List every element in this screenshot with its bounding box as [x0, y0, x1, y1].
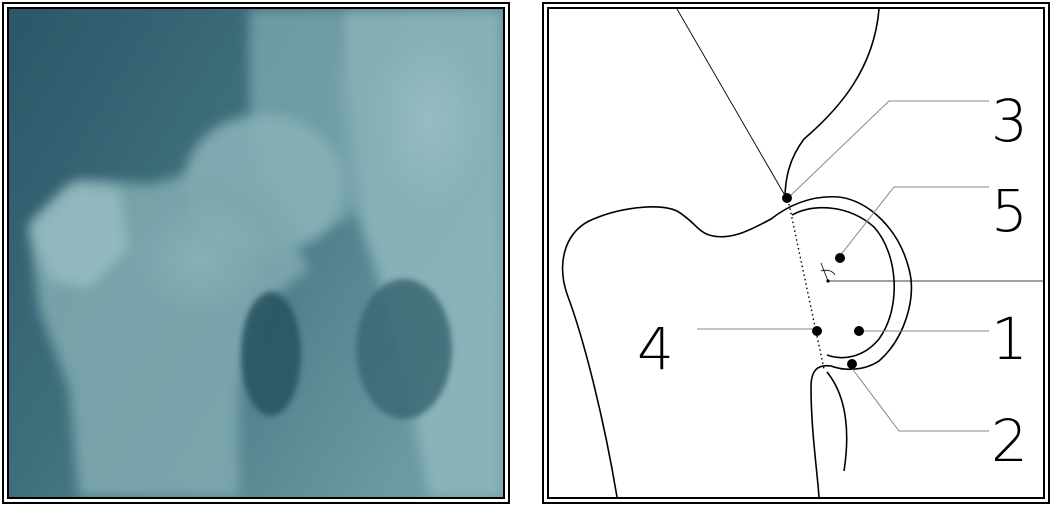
diagram-frame: 3 5 4 1 2: [547, 7, 1045, 499]
dotted-axis: [789, 204, 824, 369]
reference-line: [677, 9, 787, 199]
leader-5: [839, 187, 989, 257]
label-3: 3: [991, 87, 1028, 155]
diagram-panel: 3 5 4 1 2: [542, 2, 1050, 504]
label-5: 5: [991, 177, 1028, 245]
label-2: 2: [991, 407, 1028, 475]
hip-diagram: 3 5 4 1 2: [549, 9, 1043, 497]
acetabulum-outline: [785, 9, 879, 199]
point-4: [812, 326, 822, 336]
hip-xray-image: [9, 9, 503, 497]
label-4: 4: [637, 315, 674, 383]
xray-image-frame: [7, 7, 505, 499]
head-inner-arc: [792, 208, 894, 358]
point-3: [782, 193, 792, 203]
acetabulum-lower-outline: [827, 372, 847, 471]
xray-panel: [2, 2, 510, 504]
leader-2: [851, 367, 989, 431]
leader-3: [787, 101, 989, 199]
femur-outline: [563, 197, 912, 497]
point-5: [835, 253, 845, 263]
label-1: 1: [991, 305, 1028, 373]
point-2: [847, 359, 857, 369]
point-1: [854, 326, 864, 336]
